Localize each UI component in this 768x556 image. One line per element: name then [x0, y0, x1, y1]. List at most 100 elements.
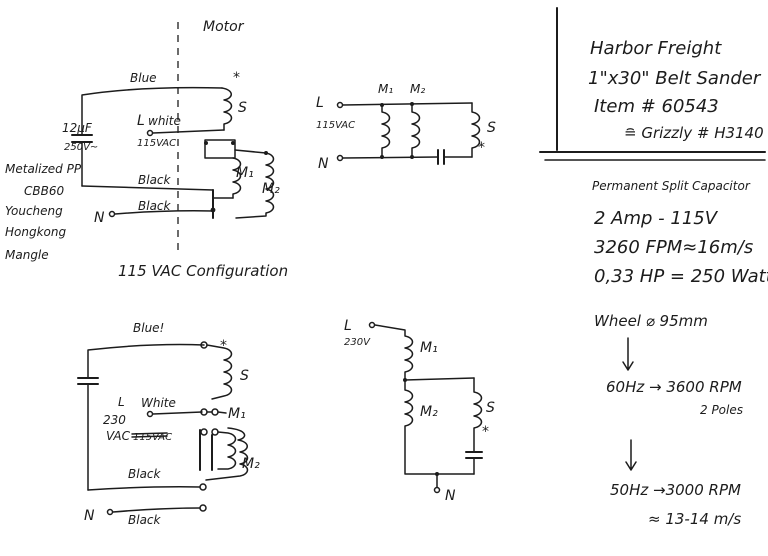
schematic230-m2-coil: [404, 379, 475, 475]
capacitor-note-line: Youcheng: [5, 204, 63, 218]
specs-power: 0,33 HP = 250 Watt: [594, 266, 768, 287]
schematic-voltage-label: 115VAC: [316, 120, 355, 131]
specs-heading: Permanent Split Capacitor: [592, 179, 751, 193]
schematic-s-coil: [471, 102, 481, 158]
schematic230-star: *: [482, 424, 489, 440]
schematic230-m1-label: M₁: [420, 340, 438, 356]
bl-start-winding-coil: [206, 344, 233, 400]
specs-belt-speed: ≈ 13-14 m/s: [648, 510, 741, 528]
capacitor-voltage: 250V~: [64, 142, 98, 153]
specs-60hz: 60Hz → 3600 RPM: [606, 378, 742, 396]
schematic230-s-label: S: [486, 400, 495, 416]
neutral-terminal-label: N: [94, 210, 105, 226]
capacitor-note-line: Mangle: [5, 248, 49, 262]
schematic-star: *: [478, 140, 485, 156]
specs-current: 2 Amp - 115V: [594, 208, 719, 229]
schematic230-top-rail: [404, 377, 475, 381]
title-equivalent: ≘ Grizzly # H3140: [624, 124, 764, 142]
schematic-top-rail: [342, 102, 473, 106]
down-arrow-icon: [622, 337, 634, 371]
bl-white-wire: [152, 411, 203, 415]
line-terminal-label: L: [137, 113, 145, 129]
schematic-neutral-label: N: [318, 156, 329, 172]
bl-voltage-unit: VAC: [106, 429, 131, 443]
bl-black-wire-1: [87, 486, 201, 491]
diagram-115vac-wiring: Motor Blue * S 12µF 250V~ L white 115VAC…: [62, 19, 288, 280]
schematic-m2-coil: [411, 103, 421, 158]
black-wire-2-label: Black: [138, 199, 172, 213]
schematic-s-label: S: [487, 120, 496, 136]
diagram-230vac-wiring: Blue! * S L White 230 VAC 115VAC M₁ M₂ B…: [77, 321, 260, 527]
white-wire-label: white: [148, 114, 181, 128]
bl-terminal: [211, 408, 219, 416]
schematic-m2-label: M₂: [410, 82, 425, 96]
black-wire-1: [81, 185, 214, 191]
bl-neutral-label: N: [84, 508, 95, 524]
m2-lead: [234, 149, 267, 154]
bl-m1-label: M₁: [228, 406, 246, 422]
junction-dot: [231, 141, 235, 145]
schematic230-m2-label: M₂: [420, 404, 438, 420]
winding-start-marker: *: [233, 70, 240, 86]
black-wire-2: [114, 210, 214, 215]
line-terminal: [146, 129, 154, 137]
title-product: 1"x30" Belt Sander: [588, 68, 762, 89]
capacitor-note-line: Metalized PP: [5, 162, 82, 176]
schematic230-neutral-label: N: [445, 488, 456, 504]
schematic230-s-coil: [473, 377, 483, 453]
bl-terminal: [200, 428, 208, 436]
specs-poles: 2 Poles: [700, 403, 743, 417]
junction-dot: [204, 141, 208, 145]
schematic230-line-terminal: [368, 321, 376, 329]
white-wire: [152, 129, 225, 134]
main-winding-2-coil: [235, 152, 275, 219]
blue-wire-label: Blue: [130, 71, 157, 85]
main-winding-1-coil: [232, 157, 242, 199]
specs-surface-speed: 3260 FPM≈16m/s: [594, 237, 753, 258]
bl-strike-line: [131, 432, 168, 435]
title-block: Harbor Freight 1"x30" Belt Sander Item #…: [539, 7, 766, 161]
bl-line-label: L: [118, 395, 125, 409]
bl-blue-label: Blue!: [133, 321, 164, 335]
title-brand: Harbor Freight: [590, 38, 722, 59]
black-wire-1-label: Black: [138, 173, 172, 187]
motor-label: Motor: [203, 19, 245, 35]
supply-voltage-label: 115VAC: [137, 138, 176, 149]
bl-neutral-terminal: [106, 508, 114, 516]
bl-jumper: [206, 411, 227, 414]
bl-m1-coil: [217, 431, 237, 470]
title-item-number: Item # 60543: [594, 96, 719, 117]
bl-struck-voltage: 115VAC: [133, 432, 172, 443]
junction-box: [204, 139, 236, 159]
capacitor-note-line: CBB60: [24, 184, 64, 198]
main-winding-2-label: M₂: [262, 181, 280, 197]
schematic-line-label: L: [316, 95, 324, 111]
capacitor-value: 12µF: [62, 121, 93, 135]
schematic-neutral-terminal: [336, 154, 344, 162]
bl-terminal: [211, 428, 219, 436]
start-winding-coil: [221, 87, 233, 131]
capacitor-note: Metalized PP CBB60 Youcheng Hongkong Man…: [5, 162, 82, 262]
blue-wire: [81, 86, 223, 136]
schematic230-voltage-label: 230V: [344, 337, 371, 348]
bl-voltage-value: 230: [103, 413, 126, 427]
specs-50hz: 50Hz →3000 RPM: [610, 481, 741, 499]
bl-white-label: White: [141, 396, 176, 410]
bl-terminal: [199, 483, 207, 491]
schematic230-line-label: L: [344, 318, 352, 334]
bl-black-2-label: Black: [128, 513, 162, 527]
schematic-230v: L 230V M₁ M₂ S * N: [344, 318, 495, 504]
capacitor-note-line: Hongkong: [5, 225, 66, 239]
bl-start-winding-label: S: [240, 368, 249, 384]
bl-m2-coil: [205, 427, 249, 481]
start-winding-label: S: [238, 100, 247, 116]
main-winding-1-label: M₁: [236, 165, 254, 181]
schematic-m1-coil: [381, 104, 391, 158]
bl-black-1-label: Black: [128, 467, 162, 481]
specs-wheel-diameter: Wheel ⌀ 95mm: [594, 312, 708, 330]
bl-m2-label: M₂: [242, 456, 260, 472]
bl-strike-line: [131, 435, 168, 438]
configuration-caption: 115 VAC Configuration: [118, 262, 288, 280]
